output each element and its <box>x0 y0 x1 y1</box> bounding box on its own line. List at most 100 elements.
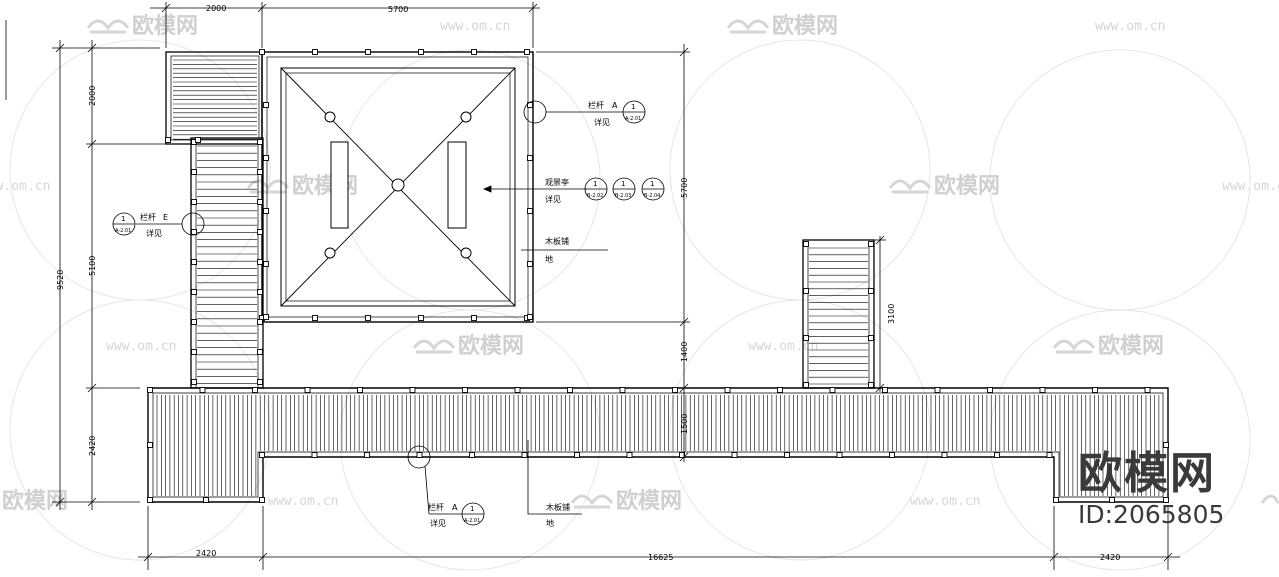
watermark-url: www.om.cn <box>440 19 510 34</box>
railing-post <box>195 137 201 143</box>
railing-posts <box>147 49 1169 503</box>
railing-post <box>191 379 197 385</box>
pavilion-bubble-ref: B-2.04 <box>644 193 660 199</box>
watermark-logo: 欧模网 <box>2 488 68 514</box>
railing-post <box>868 335 874 341</box>
railing-post <box>882 387 888 393</box>
railing-post <box>252 387 258 393</box>
railing-post <box>257 349 263 355</box>
railing-post <box>527 261 533 267</box>
wood-floor-bottom-label: 木板铺 <box>546 502 570 512</box>
dim-right-deck: 1500 <box>680 414 689 434</box>
wood-floor-top-label: 木板铺 <box>545 236 569 246</box>
railing-post <box>147 497 153 503</box>
pavilion-column <box>460 111 472 123</box>
pavilion-outline <box>261 51 534 323</box>
railing-a-top-bubble-num: 1 <box>631 103 635 111</box>
railing-e-bubble-ref: A-2.01 <box>115 228 131 234</box>
railing-post <box>257 139 263 145</box>
railing-post <box>803 382 809 388</box>
railing-post <box>257 289 263 295</box>
railing-post <box>418 49 424 55</box>
railing-post <box>527 155 533 161</box>
railing-post <box>471 315 477 321</box>
railing-post <box>259 49 265 55</box>
railing-post <box>191 319 197 325</box>
watermark-url: www.om.cn <box>268 494 338 509</box>
pavilion-label: 观景亭 <box>545 177 569 187</box>
railing-post <box>191 229 197 235</box>
railing-post <box>1053 497 1059 503</box>
railing-post <box>803 241 809 247</box>
railing-post <box>987 387 993 393</box>
railing-post <box>1046 452 1053 458</box>
railing-post <box>1039 387 1046 393</box>
pavilion-note: 详见 <box>545 194 561 204</box>
railing-post <box>521 452 528 458</box>
dim-left-total: 9520 <box>56 270 65 290</box>
railing-post <box>311 452 318 458</box>
railing-post <box>257 259 263 265</box>
brand-id: ID:2065805 <box>1078 500 1225 529</box>
watermark-url: www.om.cn <box>106 339 176 354</box>
pavilion-column <box>460 247 472 259</box>
railing-a-bottom-bubble-num: 1 <box>470 505 474 513</box>
railing-post <box>1163 442 1169 448</box>
railing-post <box>263 261 269 267</box>
roof-apex <box>391 178 405 192</box>
railing-post <box>191 349 197 355</box>
watermark-logo: 欧模网 <box>772 13 838 39</box>
left-stair-treads <box>197 145 257 384</box>
right-stair <box>802 239 875 389</box>
railing-post <box>731 452 738 458</box>
dimension-lines <box>5 2 1180 570</box>
watermark-url: www.om.cn <box>910 494 980 509</box>
right-stair-treads <box>809 247 868 385</box>
railing-post <box>868 241 874 247</box>
railing-post <box>889 452 895 458</box>
railing-post <box>1144 387 1151 393</box>
callout-texts: 栏杆 A 详见 1 A-2.01 栏杆 E 详见 1 A-2.01 观景亭 详见… <box>115 100 660 528</box>
railing-post <box>191 169 197 175</box>
dim-bottom-left: 2420 <box>196 549 216 558</box>
railing-post <box>471 49 477 55</box>
wood-floor-bottom-sub: 地 <box>546 518 554 528</box>
watermark-logo: 欧模网 <box>132 13 198 39</box>
railing-post <box>165 137 171 143</box>
dim-bottom-middle: 16625 <box>648 553 673 562</box>
railing-a-top-label: 栏杆 <box>588 100 604 110</box>
railing-post <box>626 452 633 458</box>
railing-a-top-letter: A <box>612 101 618 110</box>
plan-outlines <box>147 51 1169 503</box>
railing-post <box>257 169 263 175</box>
dimension-labels: 2000 5700 9520 2000 5100 2420 5700 1400 … <box>56 4 1120 562</box>
watermark-url: www.om.cn <box>1222 179 1279 194</box>
railing-post <box>1163 497 1169 503</box>
railing-post <box>868 382 874 388</box>
dim-bottom-right: 2420 <box>1100 553 1120 562</box>
dim-left-middle: 5100 <box>88 256 97 276</box>
railing-e-label: 栏杆 <box>140 212 156 222</box>
railing-post <box>679 452 685 458</box>
dim-left-lower: 2420 <box>88 436 97 456</box>
railing-e-bubble-num: 1 <box>121 215 125 223</box>
railing-a-bottom-bubble-ref: A-2.01 <box>464 518 480 524</box>
pavilion-column <box>324 111 336 123</box>
railing-a-top-note: 详见 <box>594 117 610 127</box>
railing-post <box>203 497 209 503</box>
railing-post <box>259 497 265 503</box>
railing-post <box>462 387 468 393</box>
dim-right-pavilion: 5700 <box>680 178 689 198</box>
railing-post <box>829 387 836 393</box>
railing-post <box>514 387 521 393</box>
dim-right-stair: 3100 <box>887 304 896 324</box>
railing-post <box>418 315 424 321</box>
railing-post <box>191 289 197 295</box>
brand-logo: 欧模网 <box>1078 448 1216 499</box>
railing-post <box>409 387 416 393</box>
watermark-logo: 欧模网 <box>1098 333 1164 359</box>
pavilion-bubble-num: 1 <box>650 180 654 188</box>
railing-post <box>527 208 533 214</box>
watermark-url: www.om.cn <box>748 339 818 354</box>
dim-right-gap: 1400 <box>680 342 689 362</box>
